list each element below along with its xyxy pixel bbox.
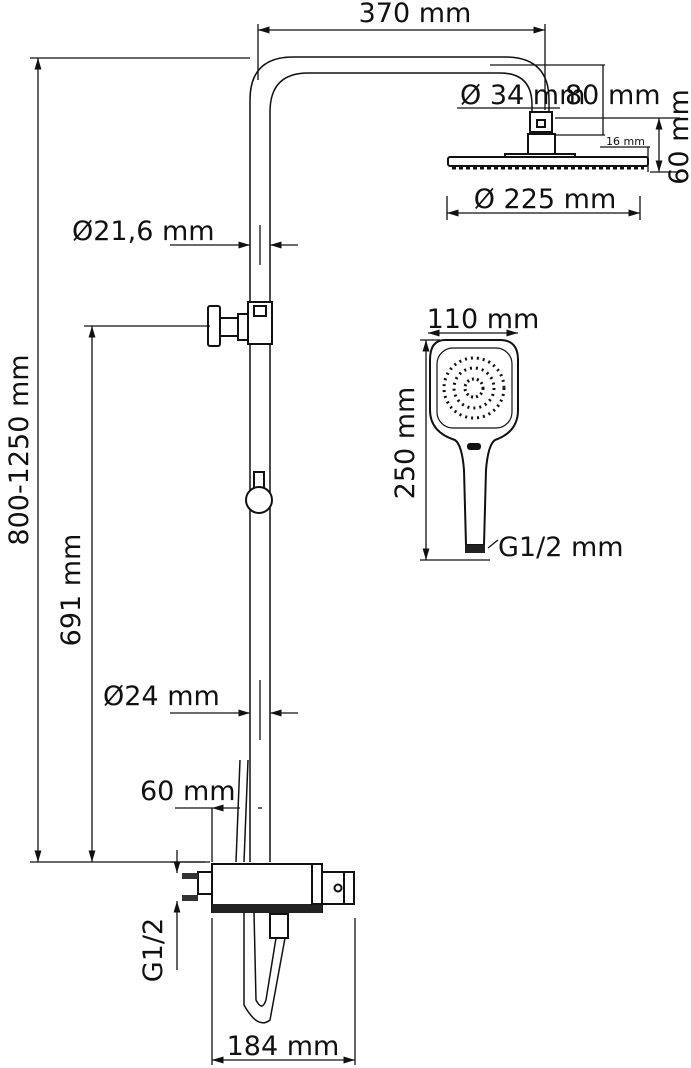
dim-inlet: G1/2 — [138, 850, 205, 982]
head-thickness-label: 16 mm — [606, 135, 645, 148]
hand-length-label: 250 mm — [390, 387, 421, 500]
dim-head-height: 60 mm — [650, 89, 691, 185]
lower-pipe-label: Ø24 mm — [103, 681, 220, 712]
hand-shower-slider — [245, 471, 273, 514]
diverter-valve — [207, 301, 273, 347]
rain-shower-head — [447, 111, 649, 170]
dim-upper-pipe: Ø21,6 mm — [72, 216, 298, 265]
hand-width-label: 110 mm — [427, 304, 540, 335]
dim-hand-length: 250 mm — [390, 339, 490, 561]
total-height-label: 800-1250 mm — [4, 354, 35, 545]
hand-shower — [429, 339, 519, 553]
upper-pipe-label: Ø21,6 mm — [72, 216, 215, 247]
wall-offset-label: 60 mm — [140, 776, 236, 807]
arm-length-label: 370 mm — [359, 0, 472, 29]
dim-arm-length: 370 mm — [257, 0, 546, 110]
dim-mixer-width: 184 mm — [211, 918, 356, 1065]
head-diameter-label: Ø 225 mm — [474, 184, 617, 215]
riser-pipe — [249, 56, 550, 862]
hose-loop — [243, 911, 286, 1024]
head-connector-label: Ø 34 mm — [460, 80, 585, 111]
dim-head-diameter: Ø 225 mm — [446, 184, 641, 220]
dim-hand-width: 110 mm — [427, 304, 540, 337]
inlet-label: G1/2 — [138, 918, 169, 982]
dim-head-thickness: 16 mm — [600, 135, 650, 172]
hand-thread-label: G1/2 mm — [498, 532, 624, 563]
head-offset-label: 80 mm — [565, 80, 661, 111]
dim-lower-pipe: Ø24 mm — [103, 680, 298, 740]
head-height-label: 60 mm — [664, 89, 691, 185]
dim-wall-offset: 60 mm — [140, 776, 262, 862]
dim-head-offset: 80 mm — [490, 64, 680, 136]
thermostatic-mixer — [182, 863, 355, 939]
mixer-width-label: 184 mm — [227, 1031, 340, 1062]
dim-total-height: 800-1250 mm — [4, 57, 250, 863]
hose-upper — [235, 759, 249, 863]
dim-hand-thread: G1/2 mm — [487, 532, 624, 563]
dim-valve-height: 691 mm — [56, 325, 210, 862]
valve-height-label: 691 mm — [56, 534, 87, 647]
dim-head-connector: Ø 34 mm — [457, 80, 585, 111]
